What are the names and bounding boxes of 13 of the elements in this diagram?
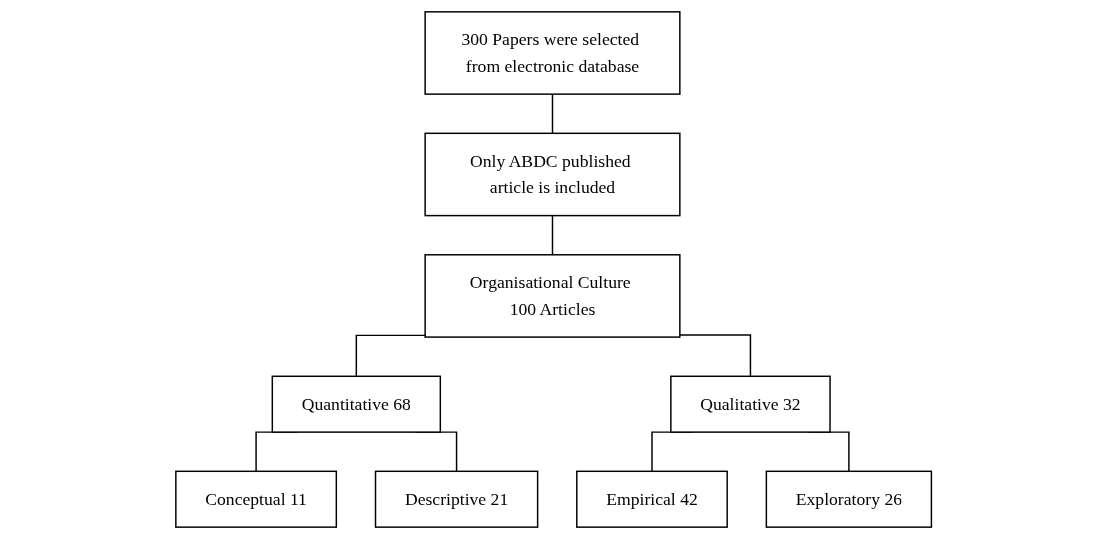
node-box: 300 Papers were selected from electronic database — [424, 11, 681, 95]
node-box: Quantitative 68 — [271, 375, 442, 433]
node-box: Qualitative 32 — [670, 375, 832, 433]
connector — [552, 93, 554, 135]
node-box: Empirical 42 — [576, 470, 729, 528]
connector — [355, 334, 427, 377]
node-box: Organisational Culture 100 Articles — [424, 254, 681, 338]
connector — [679, 334, 752, 377]
node-box: Conceptual 11 — [175, 470, 338, 528]
node-box: Exploratory 26 — [766, 470, 933, 528]
connector — [552, 214, 554, 256]
node-box: Descriptive 21 — [375, 470, 539, 528]
node-box: Only ABDC published article is included — [424, 132, 681, 217]
